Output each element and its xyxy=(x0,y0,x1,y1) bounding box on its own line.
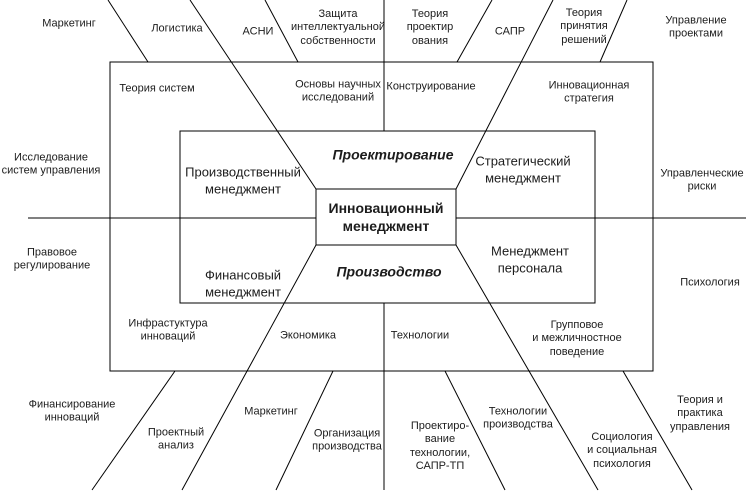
label-tech-design-sapr-tp: Проектиро- вание технологии, САПР-ТП xyxy=(409,420,471,473)
label-legal-regulation: Правовое регулирование xyxy=(13,246,91,272)
ray-bottom-left xyxy=(181,244,317,491)
zone-design: Проектирование xyxy=(332,146,454,163)
label-group-behavior: Групповое и межличностное поведение xyxy=(532,318,622,358)
label-project-management: Управление проектами xyxy=(665,14,727,40)
label-production-organization: Организация производства xyxy=(312,427,382,453)
center-box-label: Инновационный менеджмент xyxy=(328,199,444,234)
label-personnel-management: Менеджмент персонала xyxy=(491,243,569,275)
label-scientific-research-basics: Основы научных исследований xyxy=(295,78,381,104)
ray-top-left xyxy=(189,0,317,190)
label-innovation-strategy: Инновационная стратегия xyxy=(548,79,630,105)
label-systems-theory: Теория систем xyxy=(119,82,195,95)
divider-decisions-projects xyxy=(599,0,628,63)
label-management-theory-practice: Теория и практика управления xyxy=(670,393,730,433)
label-marketing-top: Маркетинг xyxy=(42,17,96,30)
label-technologies: Технологии xyxy=(390,329,450,342)
divider-asni-ip xyxy=(264,0,299,63)
outer-rectangle xyxy=(109,61,654,372)
ray-top-right xyxy=(455,0,554,190)
label-innovation-infrastructure: Инфрастуктура инноваций xyxy=(128,317,208,343)
label-decision-theory: Теория принятия решений xyxy=(560,6,608,46)
label-asni: АСНИ xyxy=(242,25,274,38)
label-economics: Экономика xyxy=(279,329,337,342)
label-financial-management: Финансовый менеджмент xyxy=(204,267,282,299)
label-logistics: Логистика xyxy=(151,22,203,35)
label-psychology: Психология xyxy=(680,276,740,289)
label-ip-protection: Защита интеллектуальной собственности xyxy=(291,7,385,47)
label-production-management: Производственный менеджмент xyxy=(185,164,301,196)
divider-saprtp-prodtech xyxy=(444,370,506,491)
label-production-technologies: Технологии производства xyxy=(483,405,553,431)
divider-sociology-theorypractice xyxy=(622,370,693,491)
label-strategic-management: Стратегический менеджмент xyxy=(475,153,571,185)
divider-marketing-logistics xyxy=(107,0,149,63)
zone-production: Производство xyxy=(336,263,442,280)
label-managerial-risks: Управленческие риски xyxy=(660,167,744,193)
label-design-theory: Теория проектир ования xyxy=(406,7,454,47)
inner-rectangle xyxy=(179,130,596,304)
ray-bottom-right xyxy=(455,244,599,491)
label-marketing-bottom: Маркетинг xyxy=(244,405,298,418)
divider-marketing-organization xyxy=(275,370,334,491)
label-sapr: САПР xyxy=(494,25,526,38)
divider-financing-analysis xyxy=(91,370,176,491)
label-project-analysis: Проектный анализ xyxy=(147,426,205,452)
label-sociology: Социология и социальная психология xyxy=(587,430,657,470)
label-innovation-financing: Финансирование инноваций xyxy=(28,398,116,424)
label-management-systems-research: Исследование систем управления xyxy=(1,151,101,177)
label-engineering-design: Конструирование xyxy=(386,80,476,93)
divider-designtheory-sapr xyxy=(456,0,493,63)
center-box xyxy=(315,188,457,246)
